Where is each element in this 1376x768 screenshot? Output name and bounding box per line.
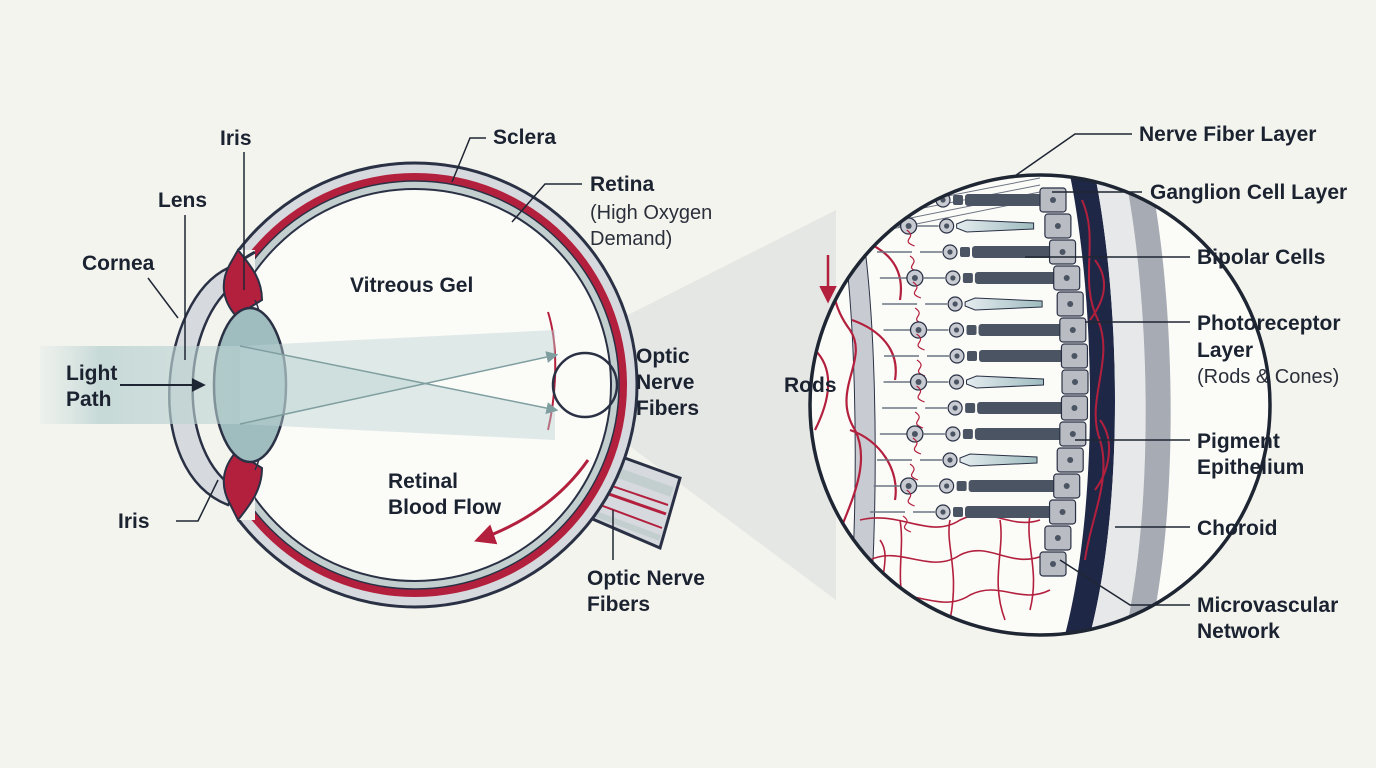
detail-labels: Rods Nerve Fiber Layer Ganglion Cell Lay… xyxy=(784,123,1347,643)
label-retina-note-1: (High Oxygen xyxy=(590,202,712,224)
retinal-cell-row xyxy=(882,400,1066,429)
label-rods: Rods xyxy=(784,374,837,397)
label-optic-nerve-bottom-1: Optic Nerve xyxy=(587,567,705,590)
retinal-cell-row xyxy=(877,452,1038,481)
retinal-cell-row xyxy=(873,217,1035,247)
label-cornea: Cornea xyxy=(82,252,155,275)
label-iris-top: Iris xyxy=(220,127,252,150)
label-retinal-blood-flow-1: Retinal xyxy=(388,470,458,493)
label-optic-nerve-top-2: Nerve xyxy=(636,371,694,394)
label-optic-nerve-top-1: Optic xyxy=(636,345,690,368)
label-sclera: Sclera xyxy=(493,126,556,149)
label-vitreous-gel: Vitreous Gel xyxy=(350,274,473,297)
label-photoreceptor-layer-2: Layer xyxy=(1197,339,1253,362)
label-microvascular-network-1: Microvascular xyxy=(1197,594,1338,617)
retinal-cell-row xyxy=(879,425,1063,455)
label-pigment-epithelium-1: Pigment xyxy=(1197,430,1280,453)
retinal-cell-row xyxy=(883,321,1067,351)
label-pigment-epithelium-2: Epithelium xyxy=(1197,456,1304,479)
label-bipolar-cells: Bipolar Cells xyxy=(1197,246,1325,269)
label-choroid: Choroid xyxy=(1197,517,1277,540)
label-photoreceptor-note: (Rods & Cones) xyxy=(1197,366,1339,388)
retinal-cell-row xyxy=(879,269,1063,299)
label-optic-nerve-top-3: Fibers xyxy=(636,397,699,420)
cornea xyxy=(168,266,240,507)
retina-detail-view xyxy=(808,173,1272,637)
eye-labels: Iris Lens Cornea Light Path Iris Sclera … xyxy=(66,126,712,616)
blood-flow-arrow xyxy=(474,459,590,545)
retinal-cell-row xyxy=(882,296,1043,325)
detail-outline xyxy=(808,173,1272,637)
retinal-cell-row xyxy=(873,477,1057,507)
label-nerve-fiber-layer: Nerve Fiber Layer xyxy=(1139,123,1316,146)
label-microvascular-network-2: Network xyxy=(1197,620,1280,643)
label-optic-nerve-bottom-2: Fibers xyxy=(587,593,650,616)
light-beam xyxy=(40,330,559,440)
label-photoreceptor-layer-1: Photoreceptor xyxy=(1197,312,1341,335)
label-retinal-blood-flow-2: Blood Flow xyxy=(388,496,502,519)
label-retina-note-2: Demand) xyxy=(590,228,672,250)
label-iris-bottom: Iris xyxy=(118,510,150,533)
label-retina: Retina xyxy=(590,173,655,196)
eye-cross-section xyxy=(160,161,682,609)
leader-lines xyxy=(147,133,1190,606)
label-lens: Lens xyxy=(158,189,207,212)
label-light-path-1: Light xyxy=(66,362,117,385)
label-light-path-2: Path xyxy=(66,388,112,411)
zoom-cone xyxy=(608,210,836,600)
retinal-cell-row xyxy=(884,348,1067,377)
focus-circle xyxy=(551,351,619,419)
retinal-cell-row xyxy=(870,504,1053,533)
label-ganglion-cell-layer: Ganglion Cell Layer xyxy=(1150,181,1347,204)
retinal-cell-row xyxy=(877,244,1060,273)
retinal-cell-row xyxy=(883,373,1045,403)
